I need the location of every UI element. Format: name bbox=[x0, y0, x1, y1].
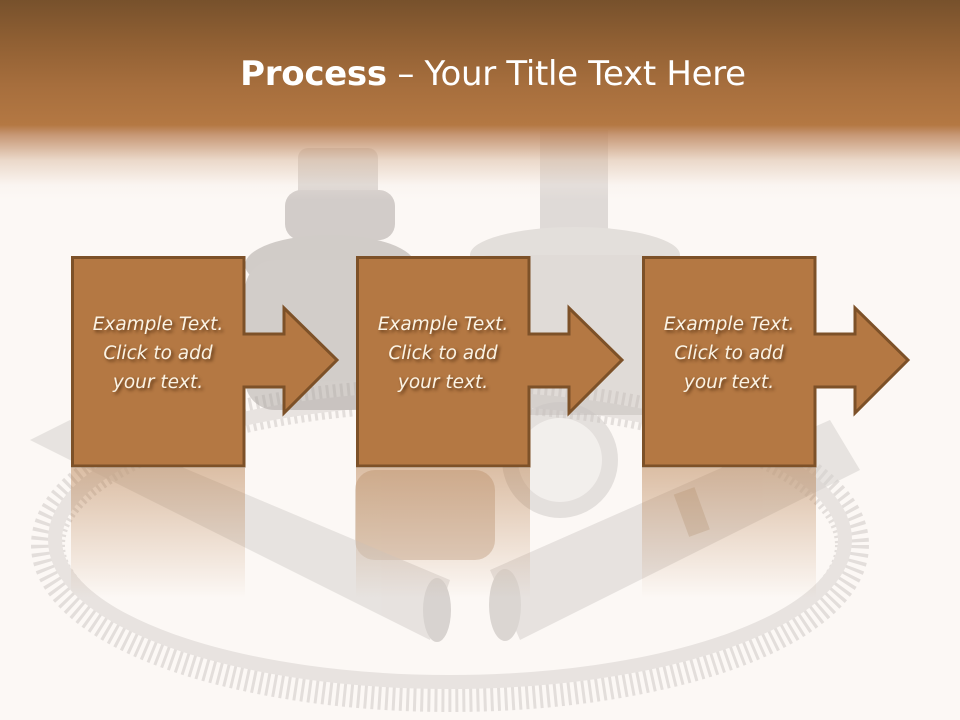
step-text-line-2: Click to add bbox=[388, 343, 498, 364]
title-band bbox=[0, 0, 960, 200]
arrow-box-shape-icon bbox=[356, 256, 625, 468]
step-reflection bbox=[71, 468, 245, 598]
title-separator: – bbox=[386, 54, 425, 94]
process-step-2[interactable]: Example Text. Click to add your text. bbox=[356, 256, 656, 598]
step-reflection bbox=[356, 468, 530, 598]
step-text-line-3: your text. bbox=[112, 372, 204, 393]
process-step-1[interactable]: Example Text. Click to add your text. bbox=[71, 256, 371, 598]
arrow-box-shape-icon bbox=[642, 256, 911, 468]
step-text[interactable]: Example Text. Click to add your text. bbox=[71, 310, 245, 397]
title-regular-part: Your Title Text Here bbox=[424, 54, 747, 94]
title-bold-part: Process bbox=[240, 54, 387, 94]
step-reflection bbox=[642, 468, 816, 598]
step-text-line-2: Click to add bbox=[103, 343, 213, 364]
step-text-line-3: your text. bbox=[683, 372, 775, 393]
step-text-line-1: Example Text. bbox=[377, 314, 509, 335]
process-step-3[interactable]: Example Text. Click to add your text. bbox=[642, 256, 942, 598]
arrow-box-shape-icon bbox=[71, 256, 340, 468]
step-text[interactable]: Example Text. Click to add your text. bbox=[356, 310, 530, 397]
step-text-line-3: your text. bbox=[397, 372, 489, 393]
step-text-line-1: Example Text. bbox=[663, 314, 795, 335]
step-text-line-1: Example Text. bbox=[92, 314, 224, 335]
step-text-line-2: Click to add bbox=[674, 343, 784, 364]
slide-title[interactable]: Process – Your Title Text Here bbox=[0, 52, 960, 96]
step-text[interactable]: Example Text. Click to add your text. bbox=[642, 310, 816, 397]
